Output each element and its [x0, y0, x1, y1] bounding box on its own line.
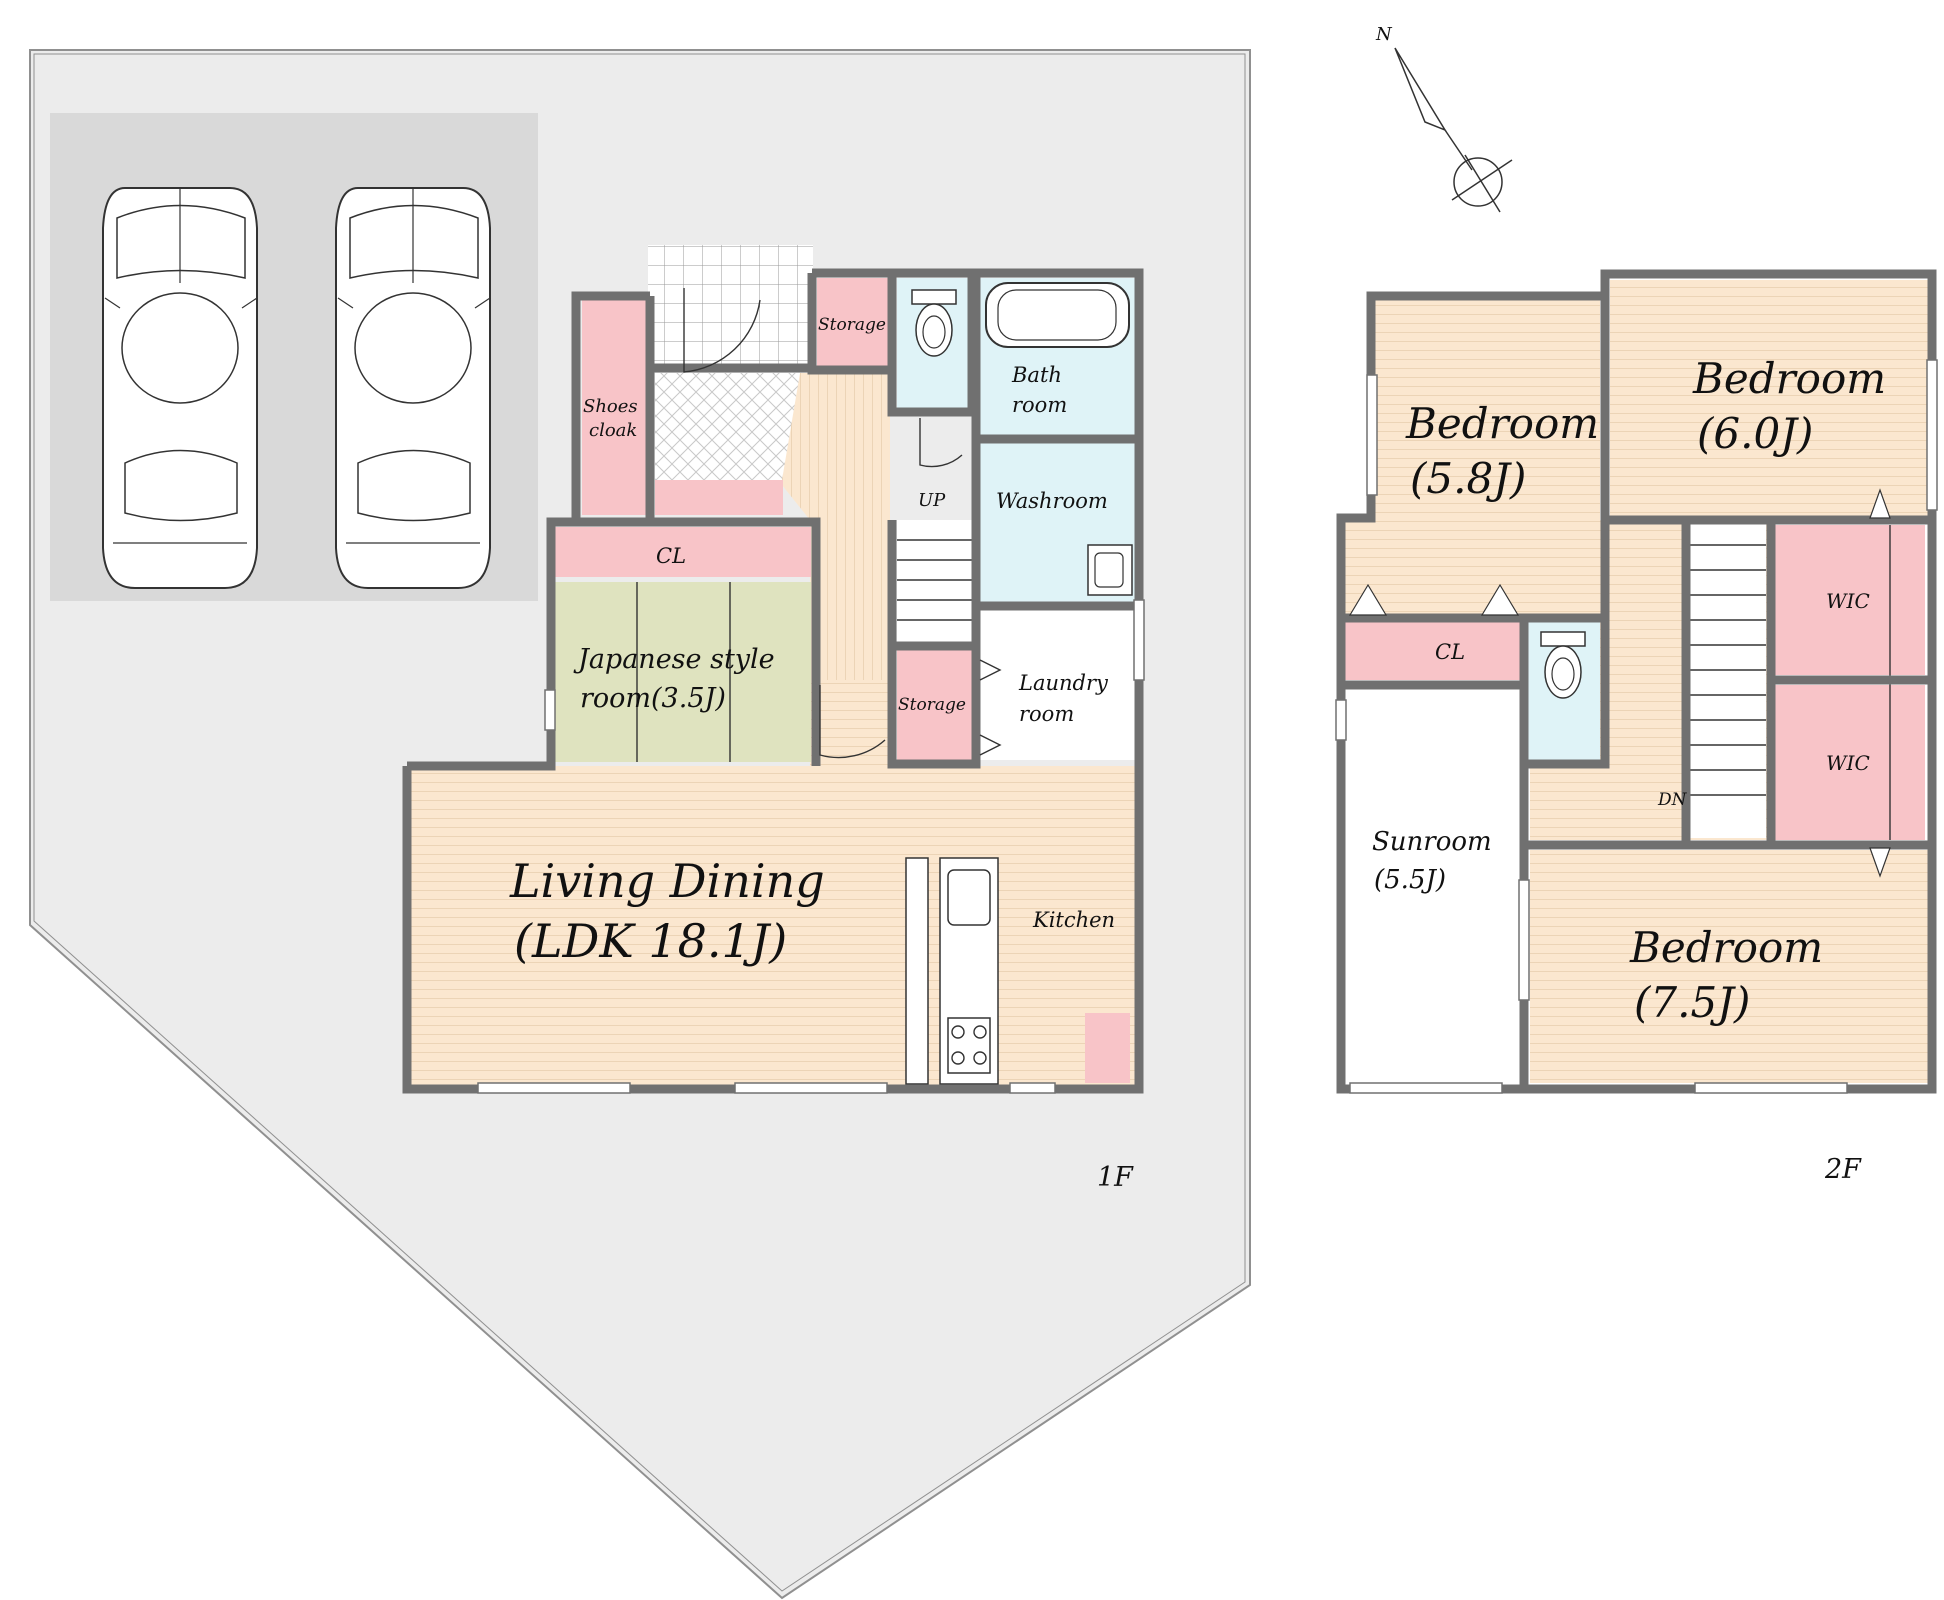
door-swings-1f	[683, 288, 1002, 759]
storage-top	[817, 278, 889, 366]
bedroom-75	[1530, 850, 1928, 1083]
sunroom	[1345, 690, 1520, 1083]
laundry-room	[980, 610, 1135, 760]
living-dining-room	[407, 766, 1135, 1086]
stair-treads-2f	[1690, 544, 1766, 796]
walls-2f	[1336, 269, 1937, 1094]
washbasin-icon	[1087, 544, 1133, 596]
shoes-cloak-label: Shoes	[583, 396, 638, 417]
lot-inner-outline	[33, 53, 1246, 1592]
stove-icon	[947, 1017, 991, 1074]
kitchen-island	[905, 857, 929, 1085]
compass-icon	[1394, 47, 1513, 213]
car-icon	[335, 187, 491, 589]
bedroom-75-label: Bedroom	[1629, 923, 1823, 972]
wic-top-label: WIC	[1826, 589, 1870, 613]
japanese-room-label: Japanese style	[573, 644, 775, 675]
windows-1f	[477, 599, 1145, 1094]
bedroom-75-label-2: (7.5J)	[1634, 978, 1750, 1027]
storage-mid	[897, 648, 973, 760]
laundry-room-label-2: room	[1019, 702, 1074, 726]
sunroom-label-2: (5.5J)	[1374, 865, 1446, 895]
entrance-hall	[782, 373, 890, 770]
closet-2f-label: CL	[1435, 640, 1465, 664]
hall-lower	[810, 680, 890, 770]
living-dining-label-2: (LDK 18.1J)	[514, 914, 787, 968]
wic-top	[1775, 525, 1925, 675]
toilet-icon	[911, 289, 957, 357]
wic-bottom	[1775, 685, 1925, 840]
wic-bottom-label: WIC	[1826, 751, 1870, 775]
japanese-room	[551, 582, 811, 762]
entrance-step	[655, 480, 783, 515]
car-icon	[102, 187, 258, 589]
living-dining-label: Living Dining	[509, 854, 825, 908]
closet-1f	[551, 527, 811, 577]
bedroom-58-label: Bedroom	[1405, 399, 1599, 448]
sunroom-label: Sunroom	[1372, 827, 1492, 857]
stairs-2f	[1690, 522, 1766, 838]
bedroom-58-label-2: (5.8J)	[1410, 454, 1526, 503]
stair-treads	[897, 539, 973, 621]
floor-1f-label: 1F	[1097, 1162, 1134, 1193]
dn-label: DN	[1657, 790, 1688, 810]
storage-mid-label: Storage	[898, 695, 966, 715]
storage-top-label: Storage	[818, 315, 886, 335]
up-label: UP	[918, 490, 946, 511]
floor-2f-label: 2F	[1824, 1154, 1862, 1185]
laundry-room-label: Laundry	[1018, 671, 1109, 695]
entrance-porch-tiles	[648, 245, 813, 367]
kitchen-label: Kitchen	[1032, 908, 1115, 932]
closet-2f	[1345, 622, 1520, 680]
bedroom-60-label: Bedroom	[1692, 354, 1886, 403]
tatami-lines	[636, 582, 731, 762]
bath-room-label: Bath	[1011, 363, 1062, 387]
japanese-room-label-2: room(3.5J)	[580, 683, 726, 714]
washroom-label: Washroom	[996, 489, 1108, 513]
bath-room-label-2: room	[1012, 393, 1067, 417]
shoes-cloak	[582, 300, 646, 515]
bedroom-60	[1610, 280, 1928, 520]
windows-2f	[1335, 359, 1938, 1094]
bathtub-icon	[985, 282, 1130, 348]
door-arrows-2f	[1348, 488, 1891, 878]
entrance-floor	[655, 373, 800, 480]
closet-1f-label: CL	[656, 544, 686, 568]
toilet-icon	[1540, 631, 1586, 699]
walls-1f	[402, 268, 1144, 1094]
sink-icon	[947, 869, 991, 926]
compass-north-label: N	[1375, 24, 1393, 45]
bedroom-60-label-2: (6.0J)	[1697, 409, 1813, 458]
pantry	[1085, 1013, 1130, 1083]
shoes-cloak-label-2: cloak	[589, 420, 637, 441]
stairs-1f	[897, 520, 973, 642]
